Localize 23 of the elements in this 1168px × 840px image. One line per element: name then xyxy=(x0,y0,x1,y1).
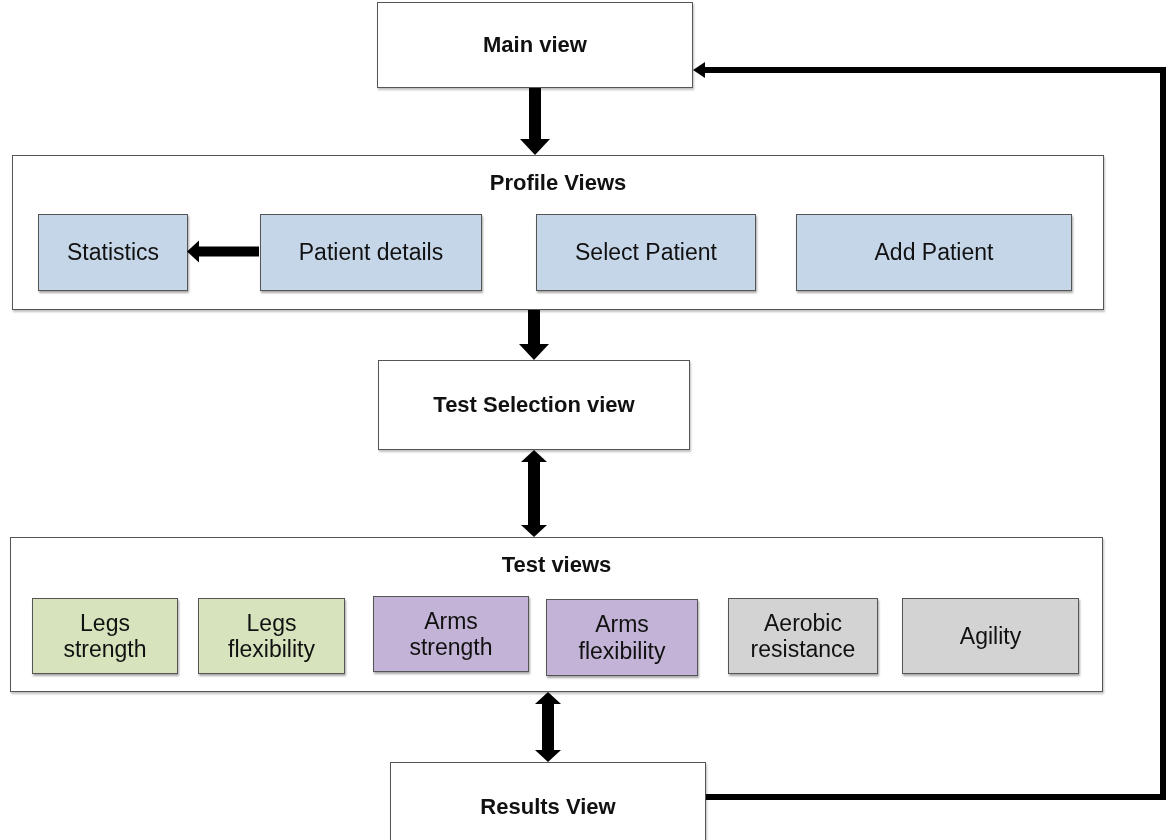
view-box: Agility xyxy=(902,598,1079,674)
arrow xyxy=(521,450,547,537)
view-box: Arms flexibility xyxy=(546,599,698,676)
view-box: Aerobic resistance xyxy=(728,598,878,674)
view-box: Legs strength xyxy=(32,598,178,674)
view-box: Main view xyxy=(377,2,693,88)
view-box: Select Patient xyxy=(536,214,756,291)
arrow xyxy=(187,240,259,263)
arrow xyxy=(535,692,561,762)
arrow xyxy=(520,88,550,155)
view-box: Results View xyxy=(390,762,706,840)
group-title: Profile Views xyxy=(489,170,627,196)
arrow xyxy=(519,310,549,360)
view-box: Test Selection view xyxy=(378,360,690,450)
view-box: Statistics xyxy=(38,214,188,291)
view-box: Legs flexibility xyxy=(198,598,345,674)
group-title: Test views xyxy=(501,552,612,578)
view-box: Patient details xyxy=(260,214,482,291)
arrow xyxy=(693,62,1166,800)
group-panel xyxy=(10,537,1103,692)
group-panel xyxy=(12,155,1104,310)
view-box: Arms strength xyxy=(373,596,529,672)
view-box: Add Patient xyxy=(796,214,1072,291)
